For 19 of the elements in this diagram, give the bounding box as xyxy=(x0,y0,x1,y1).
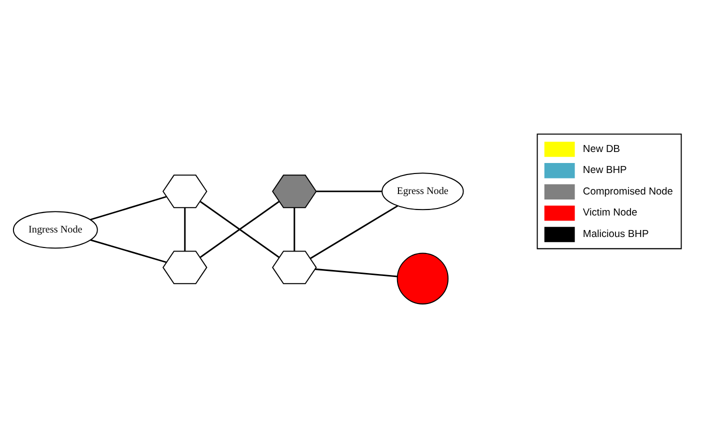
legend-label: New DB xyxy=(582,144,620,155)
legend-label: Malicious BHP xyxy=(582,229,648,240)
node-circle xyxy=(396,252,448,304)
node-hexagon xyxy=(271,174,316,208)
connector xyxy=(90,196,166,220)
connector xyxy=(90,239,166,264)
node-ellipse: Egress Node xyxy=(381,172,464,210)
node-hexagon xyxy=(162,250,207,284)
node-hexagon xyxy=(162,174,207,208)
legend-label: Compromised Node xyxy=(582,186,672,198)
legend-label: New BHP xyxy=(582,165,626,176)
legend-label: Victim Node xyxy=(582,208,637,219)
connector xyxy=(316,190,382,192)
connector xyxy=(184,208,186,252)
node-hexagon xyxy=(271,250,316,284)
connector xyxy=(314,268,397,278)
node-ellipse: Ingress Node xyxy=(12,211,98,249)
connector xyxy=(293,208,295,252)
connector xyxy=(310,205,398,260)
